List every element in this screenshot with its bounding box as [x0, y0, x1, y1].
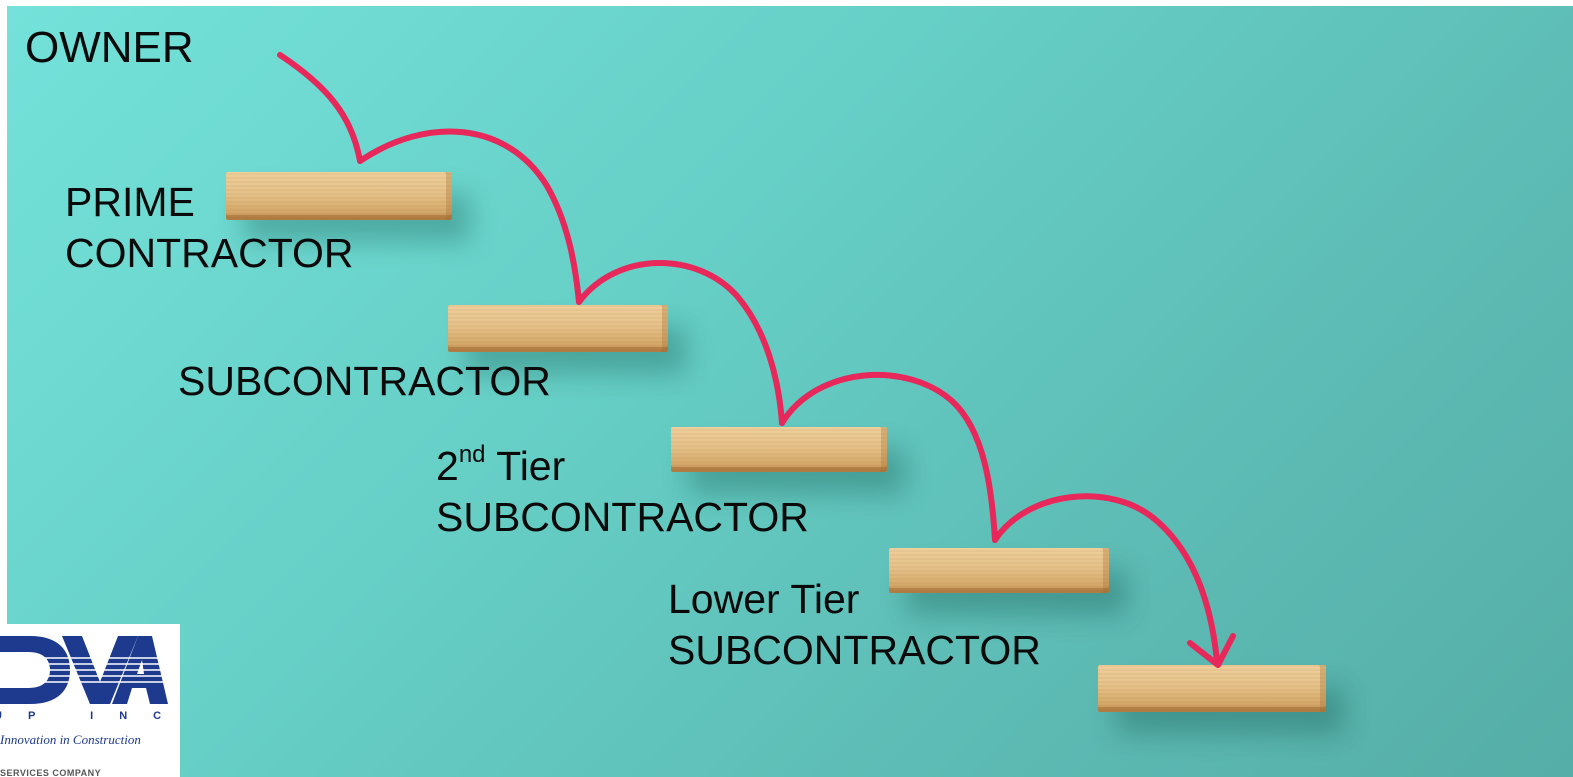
logo-stripes — [0, 657, 170, 683]
tier2-ordinal-suffix: nd — [458, 441, 486, 468]
arrow-path-group — [277, 52, 1236, 668]
prime-label-line-2: CONTRACTOR — [65, 230, 354, 276]
tier2-label-line-2: SUBCONTRACTOR — [436, 494, 809, 540]
arrow-sub-to-tier2 — [576, 260, 785, 426]
prime-contractor-label: PRIME CONTRACTOR — [65, 177, 354, 279]
wooden-step-5 — [1098, 665, 1326, 712]
logo-tagline: Innovation in Construction — [0, 732, 141, 747]
second-tier-subcontractor-label: 2nd Tier SUBCONTRACTOR — [436, 441, 809, 543]
wooden-step-3 — [671, 427, 887, 472]
tier2-label-line-1: 2nd Tier — [436, 441, 809, 492]
arrow-prime-to-sub — [357, 128, 582, 305]
logo-mark-shapes — [0, 636, 170, 704]
arrow-tier2-to-lower — [779, 372, 998, 543]
lower-tier-subcontractor-label: Lower Tier SUBCONTRACTOR — [668, 574, 1041, 676]
flow-arrows — [277, 52, 1236, 668]
prime-label-line-1: PRIME — [65, 179, 195, 225]
wooden-step-1 — [226, 172, 452, 220]
logo-footer-text: SERVICES COMPANY — [0, 768, 102, 777]
lower-label-line-1: Lower Tier — [668, 576, 860, 622]
wooden-step-4 — [889, 548, 1109, 593]
wooden-step-2 — [448, 305, 668, 352]
slide: OWNER PRIME CONTRACTOR SUBCONTRACTOR 2nd… — [7, 6, 1573, 777]
subcontractor-label: SUBCONTRACTOR — [178, 356, 551, 407]
arrow-lower-to-bottom — [992, 493, 1220, 664]
tier2-ordinal-word: Tier — [496, 443, 566, 489]
logo-group-text: UP INC. — [0, 710, 168, 722]
logo-letter-a — [112, 636, 168, 704]
sub-label-line-1: SUBCONTRACTOR — [178, 358, 551, 404]
arrow-owner-to-prime — [277, 52, 363, 164]
logo-mark-icon — [0, 636, 170, 704]
tier2-ordinal-number: 2 — [436, 443, 459, 489]
logo-letter-v — [62, 636, 138, 704]
arrowhead — [1187, 633, 1236, 668]
owner-label: OWNER — [25, 22, 194, 73]
lower-label-line-2: SUBCONTRACTOR — [668, 627, 1041, 673]
logo-letter-d — [0, 636, 70, 704]
owner-label-line-1: OWNER — [25, 23, 194, 72]
company-logo: UP INC. Innovation in Construction SERVI… — [0, 624, 180, 777]
